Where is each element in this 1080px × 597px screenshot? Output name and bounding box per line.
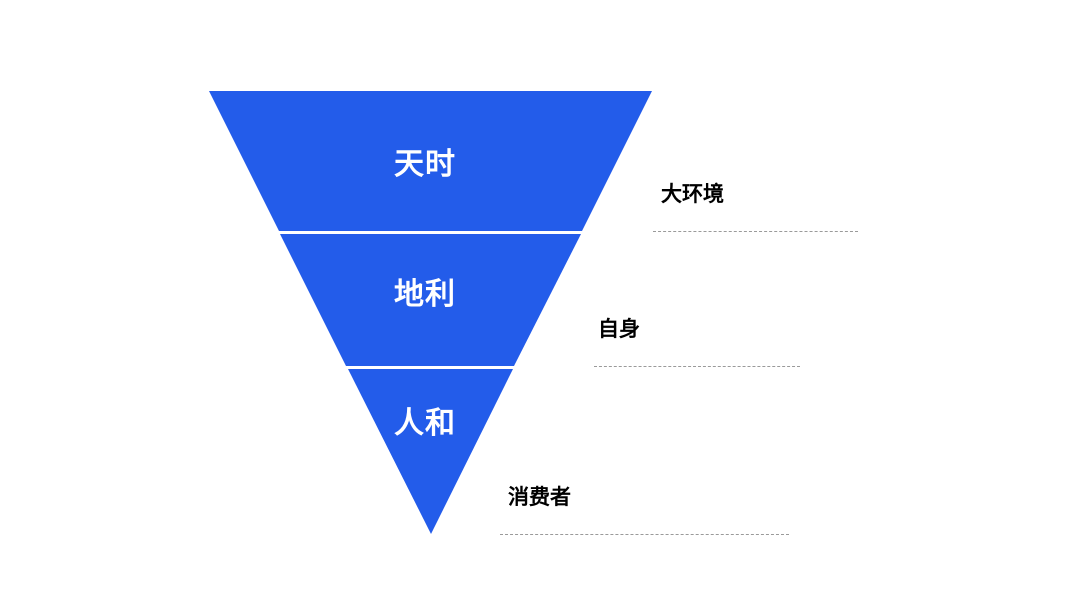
- funnel-tier-middle: [280, 234, 581, 366]
- annotation-environment: 大环境: [661, 182, 724, 206]
- annotation-self: 自身: [598, 317, 640, 341]
- funnel-tier-bottom: [348, 369, 513, 534]
- tier-label-renhe: 人和: [394, 406, 456, 441]
- funnel-tier-top: [209, 91, 652, 231]
- tier-label-dili: 地利: [394, 277, 456, 312]
- annotation-rule-environment: [653, 231, 858, 232]
- tier-label-tianshi: 天时: [394, 147, 456, 182]
- annotation-rule-consumer: [500, 534, 789, 535]
- annotation-consumer: 消费者: [508, 485, 571, 509]
- annotation-rule-self: [594, 366, 800, 367]
